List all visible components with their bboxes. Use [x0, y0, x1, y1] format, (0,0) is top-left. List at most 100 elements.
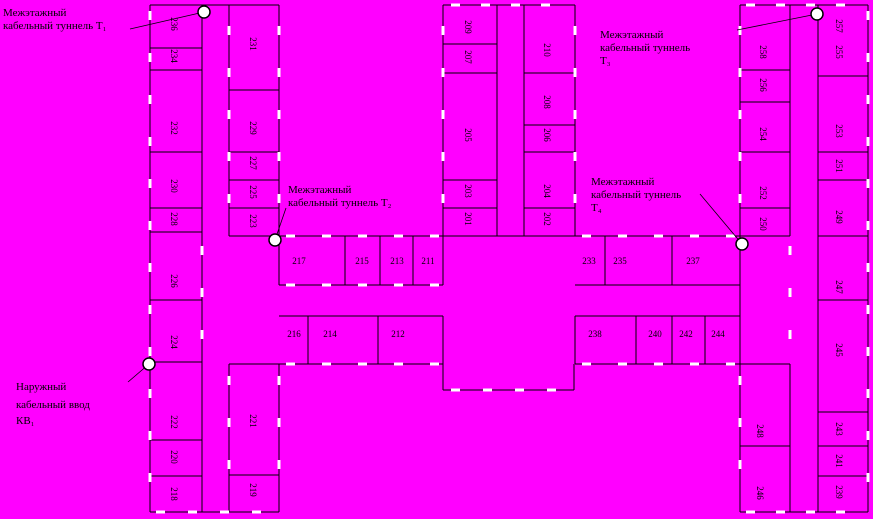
window-mark — [252, 510, 261, 514]
room-204: 204 — [542, 184, 552, 198]
leader-t4 — [699, 193, 743, 245]
label-t1-line1: Межэтажный — [3, 7, 67, 19]
window-mark — [776, 510, 785, 514]
room-222: 222 — [169, 415, 179, 429]
window-mark — [227, 194, 231, 203]
window-mark — [582, 234, 591, 238]
window-mark — [738, 376, 742, 385]
label-t1-line2: кабельный туннель Т₁ — [3, 20, 107, 32]
room-213: 213 — [390, 256, 404, 266]
room-255: 255 — [834, 45, 844, 59]
window-mark — [322, 283, 331, 287]
window-mark — [394, 362, 403, 366]
window-mark — [573, 68, 577, 77]
window-mark — [227, 460, 231, 469]
room-244: 244 — [711, 329, 725, 339]
window-mark — [148, 431, 152, 440]
label-t3-line3: Т₃ — [600, 55, 611, 67]
window-mark — [866, 305, 870, 314]
window-mark — [866, 431, 870, 440]
window-mark — [441, 68, 445, 77]
room-254: 254 — [758, 127, 768, 141]
window-mark — [441, 152, 445, 161]
room-numbers: 218 220 222 224 226 228 230 232 234 236 … — [169, 17, 844, 501]
room-220: 220 — [169, 450, 179, 464]
room-251: 251 — [834, 159, 844, 173]
tunnel-t2-marker — [268, 233, 282, 247]
entry-marker — [142, 357, 156, 371]
room-243: 243 — [834, 422, 844, 436]
window-mark — [573, 152, 577, 161]
window-mark — [866, 95, 870, 104]
window-mark — [654, 362, 663, 366]
room-229: 229 — [248, 121, 258, 135]
window-mark — [690, 362, 699, 366]
room-232: 232 — [169, 121, 179, 135]
window-mark — [582, 362, 591, 366]
room-256: 256 — [758, 78, 768, 92]
annotations: Межэтажный кабельный туннель Т₁ Межэтажн… — [3, 5, 824, 427]
room-217: 217 — [292, 256, 306, 266]
room-219: 219 — [248, 483, 258, 497]
room-202: 202 — [542, 212, 552, 226]
window-mark — [148, 347, 152, 356]
room-253: 253 — [834, 124, 844, 138]
window-mark — [148, 473, 152, 482]
window-mark — [866, 389, 870, 398]
room-224: 224 — [169, 335, 179, 349]
window-mark — [618, 362, 627, 366]
room-246: 246 — [755, 486, 765, 500]
window-mark — [866, 11, 870, 20]
window-mark — [541, 3, 550, 7]
window-mark — [738, 152, 742, 161]
window-mark — [866, 179, 870, 188]
window-mark — [148, 305, 152, 314]
window-mark — [836, 510, 845, 514]
label-t4-line2: кабельный туннель — [591, 189, 681, 201]
room-216: 216 — [287, 329, 301, 339]
window-mark — [866, 221, 870, 230]
room-227: 227 — [248, 156, 258, 170]
label-t3-line1: Межэтажный — [600, 29, 664, 41]
window-mark — [286, 234, 295, 238]
window-mark — [746, 3, 755, 7]
tunnel-t4-marker — [735, 237, 749, 251]
room-225: 225 — [248, 185, 258, 199]
window-mark — [148, 179, 152, 188]
leader-t1 — [129, 11, 205, 30]
label-t4-line3: Т₄ — [591, 202, 602, 214]
window-mark — [451, 388, 460, 392]
window-mark — [788, 288, 792, 297]
window-mark — [322, 234, 331, 238]
room-206: 206 — [542, 128, 552, 142]
window-mark — [738, 418, 742, 427]
window-mark — [481, 3, 490, 7]
window-mark — [200, 330, 204, 339]
room-218: 218 — [169, 487, 179, 501]
window-mark — [654, 234, 663, 238]
window-mark — [358, 362, 367, 366]
room-207: 207 — [463, 50, 473, 64]
window-mark — [806, 3, 815, 7]
window-mark — [148, 263, 152, 272]
window-mark — [618, 234, 627, 238]
room-257: 257 — [834, 19, 844, 33]
label-t2-line2: кабельный туннель Т₂ — [288, 197, 392, 209]
room-234: 234 — [169, 49, 179, 63]
window-mark — [358, 234, 367, 238]
window-mark — [866, 137, 870, 146]
window-mark — [738, 194, 742, 203]
window-mark — [430, 234, 439, 238]
window-mark — [726, 234, 735, 238]
window-mark — [286, 362, 295, 366]
window-mark — [726, 362, 735, 366]
room-249: 249 — [834, 210, 844, 224]
room-230: 230 — [169, 179, 179, 193]
room-214: 214 — [323, 329, 337, 339]
room-221: 221 — [248, 414, 258, 428]
room-235: 235 — [613, 256, 627, 266]
room-231: 231 — [248, 37, 258, 51]
room-228: 228 — [169, 212, 179, 226]
window-mark — [776, 3, 785, 7]
